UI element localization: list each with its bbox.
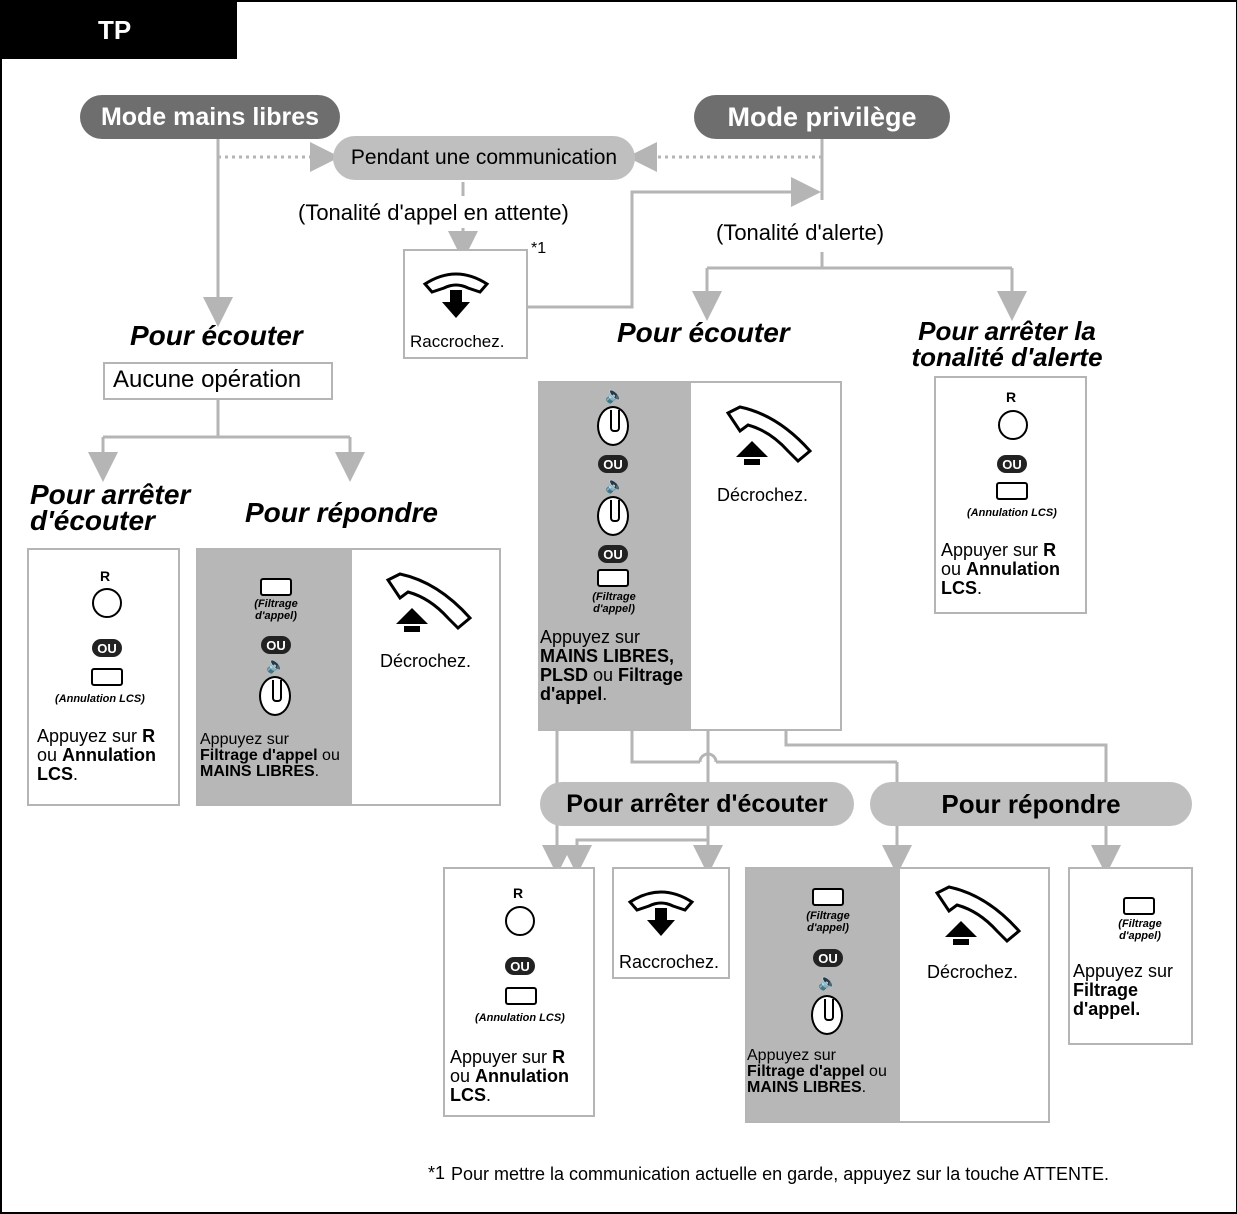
bottom-filtrage-desc: Appuyez sur Filtrage d'appel.: [1073, 961, 1174, 1019]
no-operation-label: Aucune opération: [113, 366, 302, 393]
hang-up-label-top: Raccrochez.: [410, 332, 505, 351]
ou-badge: OU: [261, 636, 291, 654]
listen-left-title: Pour écouter: [130, 320, 303, 351]
annulation-key-caption: (Annulation LCS): [967, 507, 1057, 519]
filtrage-key-caption: (Filtrage d'appel): [806, 910, 850, 934]
pick-up-label-bottom: Décrochez.: [927, 962, 1019, 982]
alert-tone-label: (Tonalité d'alerte): [716, 220, 885, 245]
bottom-stop-listen-desc: Appuyer sur R ou Annulation LCS.: [450, 1047, 570, 1105]
annulation-key-caption: (Annulation LCS): [55, 693, 145, 705]
r-key-label: R: [513, 885, 524, 901]
during-call-pill: Pendant une communication: [333, 136, 635, 180]
ou-badge: OU: [997, 455, 1027, 473]
no-operation-box: [103, 362, 333, 400]
call-waiting-tone-label: (Tonalité d'appel en attente): [298, 200, 569, 225]
hang-up-handset-icon: [422, 272, 490, 318]
privilege-mode-pill: Mode privilège: [694, 95, 950, 139]
annulation-key-icon: [505, 987, 537, 1005]
stop-listen-bottom-pill: Pour arrêter d'écouter: [540, 782, 854, 826]
plsd-dial-icon: [597, 496, 629, 536]
stop-listen-left-title: Pour arrêter d'écouter: [30, 479, 191, 536]
answer-bottom-pill: Pour répondre: [870, 782, 1192, 826]
stop-listen-left-desc: Appuyez sur R ou Annulation LCS.: [37, 726, 157, 784]
annulation-key-caption: (Annulation LCS): [475, 1012, 565, 1024]
hang-up-label-bottom: Raccrochez.: [619, 952, 720, 972]
stop-alert-desc: Appuyer sur R ou Annulation LCS.: [941, 540, 1061, 598]
bottom-filtrage-box: [1068, 867, 1193, 1045]
answer-left-desc: Appuyez sur Filtrage d'appel ou MAINS LI…: [200, 731, 340, 780]
r-key-label: R: [1006, 389, 1017, 405]
filtrage-key-caption: (Filtrage d'appel): [1118, 918, 1162, 942]
hang-up-handset-icon: [627, 890, 695, 936]
stop-alert-title: Pour arrêter la tonalité d'alerte: [911, 316, 1103, 372]
r-key-label: R: [100, 568, 111, 584]
footnote-marker: *1: [531, 240, 547, 257]
speaker-icon: 🔈: [266, 657, 286, 674]
pick-up-handset-icon: [725, 405, 813, 465]
footnote-mark-bottom: *1: [428, 1163, 446, 1183]
footnote-text: Pour mettre la communication actuelle en…: [451, 1164, 1109, 1184]
pick-up-label-left: Décrochez.: [380, 651, 472, 671]
r-key-icon: [998, 410, 1028, 440]
ou-badge: OU: [92, 639, 122, 657]
handsfree-dial-icon: [597, 406, 629, 446]
pick-up-handset-icon: [934, 885, 1022, 945]
pick-up-handset-icon: [385, 572, 473, 632]
r-key-icon: [92, 588, 122, 618]
pick-up-label-right: Décrochez.: [717, 485, 809, 505]
monitor-icon: 🔈: [605, 477, 625, 494]
header-tab-label: TP: [98, 15, 132, 45]
listen-right-desc: Appuyez sur MAINS LIBRES, PLSD ou Filtra…: [540, 627, 684, 704]
ou-badge: OU: [505, 957, 535, 975]
speaker-dial-icon: [811, 995, 843, 1035]
r-key-icon: [505, 906, 535, 936]
annulation-key-icon: [996, 482, 1028, 500]
speaker-icon: 🔈: [605, 387, 625, 404]
filtrage-key-icon: [812, 888, 844, 906]
speaker-dial-icon: [259, 676, 291, 716]
ou-badge: OU: [598, 545, 628, 563]
ou-badge: OU: [598, 455, 628, 473]
speaker-icon: 🔈: [818, 974, 838, 991]
filtrage-key-caption: (Filtrage d'appel): [254, 598, 298, 622]
ou-badge: OU: [813, 949, 843, 967]
handsfree-mode-pill: Mode mains libres: [80, 95, 340, 139]
filtrage-key-icon: [1123, 897, 1155, 915]
annulation-key-icon: [91, 668, 123, 686]
filtrage-key-icon: [597, 569, 629, 587]
filtrage-key-icon: [260, 578, 292, 596]
answer-left-title: Pour répondre: [245, 497, 438, 528]
bottom-answer-desc: Appuyez sur Filtrage d'appel ou MAINS LI…: [747, 1047, 887, 1096]
filtrage-key-caption: (Filtrage d'appel): [592, 591, 636, 615]
listen-right-title: Pour écouter: [617, 317, 790, 348]
